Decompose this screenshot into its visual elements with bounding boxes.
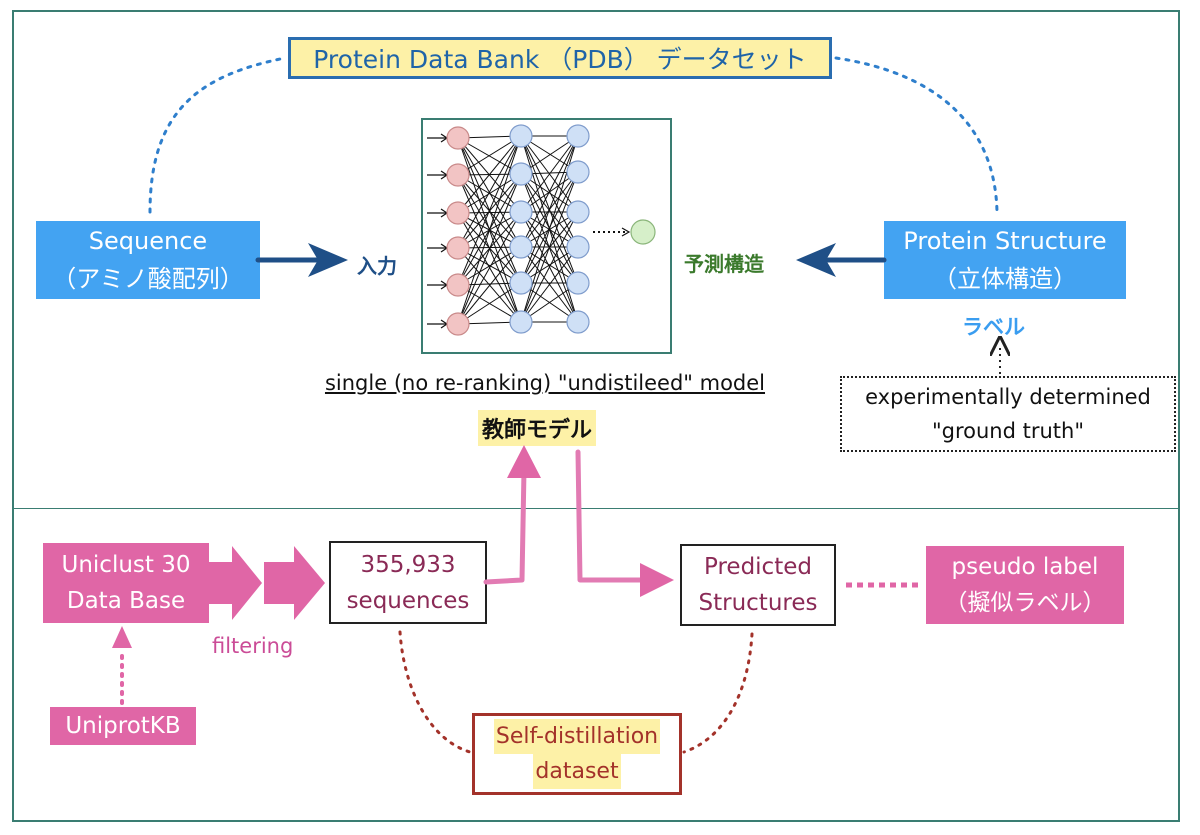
protein-structure-label: Protein Structure bbox=[903, 227, 1107, 255]
uniprotkb-box: UniprotKB bbox=[50, 707, 196, 745]
sequence-count: 355,933 bbox=[360, 551, 456, 578]
arrow-sequence-to-input bbox=[255, 243, 348, 277]
arrow-sequences-to-teacher bbox=[483, 445, 541, 585]
dotted-arc-sequence-to-pdb bbox=[148, 56, 287, 214]
filtering-label: filtering bbox=[212, 634, 294, 658]
uniclust-database-box: Uniclust 30 Data Base bbox=[43, 543, 209, 623]
uniclust-line2: Data Base bbox=[66, 588, 186, 614]
nn-output-node bbox=[630, 219, 656, 245]
predicted-line1: Predicted bbox=[704, 554, 812, 580]
predicted-structures-box: Predicted Structures bbox=[680, 544, 836, 626]
pseudo-label-box: pseudo label （擬似ラベル） bbox=[926, 546, 1124, 624]
sequence-label: Sequence bbox=[88, 227, 208, 255]
predicted-structure-label: 予測構造 bbox=[684, 252, 764, 276]
nn-edge bbox=[457, 246, 522, 286]
nn-hidden-node bbox=[566, 271, 590, 295]
section-divider bbox=[14, 508, 1178, 509]
nn-hidden-node bbox=[509, 235, 533, 259]
nn-hidden-node bbox=[566, 310, 590, 334]
sequence-box: Sequence （アミノ酸配列） bbox=[36, 221, 260, 299]
nn-hidden-node bbox=[566, 160, 590, 184]
arrow-uniclust-filter-1 bbox=[209, 546, 262, 620]
nn-edge bbox=[457, 135, 522, 176]
pseudo-label-line1: pseudo label bbox=[951, 554, 1099, 580]
self-distillation-line2: dataset bbox=[533, 754, 621, 789]
nn-edge bbox=[457, 135, 522, 214]
nn-hidden-node bbox=[509, 200, 533, 224]
ground-truth-box: experimentally determined "ground truth" bbox=[840, 376, 1176, 452]
nn-edge bbox=[520, 135, 579, 284]
nn-edge bbox=[457, 135, 522, 249]
pdb-dataset-title: Protein Data Bank （PDB） データセット bbox=[288, 37, 832, 79]
nn-edge bbox=[520, 135, 579, 248]
nn-hidden-node bbox=[509, 271, 533, 295]
dotted-arc-predicted-to-dataset bbox=[682, 632, 754, 754]
input-label: 入力 bbox=[357, 254, 397, 278]
nn-input-node bbox=[446, 236, 470, 260]
nn-edge bbox=[457, 173, 522, 325]
uniclust-line1: Uniclust 30 bbox=[61, 552, 191, 578]
nn-input-node bbox=[446, 312, 470, 336]
ground-truth-line2: "ground truth" bbox=[931, 419, 1084, 443]
nn-input-node bbox=[446, 201, 470, 225]
dotted-arc-pdb-to-structure bbox=[834, 56, 999, 214]
nn-output-arrowhead bbox=[621, 227, 631, 237]
nn-edge bbox=[457, 282, 522, 325]
teacher-model-label: 教師モデル bbox=[478, 410, 597, 446]
nn-edge bbox=[457, 135, 522, 325]
ground-truth-line1: experimentally determined bbox=[865, 385, 1151, 409]
nn-hidden-node bbox=[509, 310, 533, 334]
nn-input-node bbox=[446, 273, 470, 297]
dotted-arc-sequences-to-dataset bbox=[398, 630, 472, 754]
nn-edge bbox=[457, 246, 522, 325]
nn-hidden-node bbox=[509, 124, 533, 148]
arrow-structure-to-predicted bbox=[796, 243, 887, 277]
nn-edge bbox=[457, 173, 522, 214]
nn-edge bbox=[457, 135, 522, 286]
nn-input-node bbox=[446, 163, 470, 187]
3d-structure-label: （立体構造） bbox=[933, 265, 1077, 293]
pseudo-label-line2: （擬似ラベル） bbox=[944, 590, 1106, 616]
arrow-uniclust-filter-2 bbox=[264, 546, 325, 620]
amino-acid-sequence-label: （アミノ酸配列） bbox=[52, 265, 244, 293]
arrow-teacher-to-predicted bbox=[575, 449, 674, 597]
arrow-uniprot-to-uniclust bbox=[112, 626, 132, 705]
self-distillation-dataset-box: Self-distillation dataset bbox=[472, 713, 682, 795]
sequences-label: sequences bbox=[346, 587, 470, 614]
nn-edge bbox=[520, 211, 579, 323]
nn-input-node bbox=[446, 126, 470, 150]
nn-edge bbox=[520, 246, 579, 323]
model-caption: single (no re-ranking) "undistileed" mod… bbox=[324, 371, 766, 395]
neural-network-box bbox=[421, 118, 672, 354]
outer-frame bbox=[12, 10, 1180, 822]
nn-hidden-node bbox=[566, 124, 590, 148]
protein-structure-box: Protein Structure （立体構造） bbox=[884, 221, 1126, 299]
neural-network-diagram bbox=[427, 124, 656, 336]
nn-hidden-node bbox=[566, 235, 590, 259]
nn-edge bbox=[520, 171, 579, 323]
nn-edge bbox=[457, 211, 522, 325]
nn-edge bbox=[520, 135, 579, 213]
label-text: ラベル bbox=[962, 315, 1025, 339]
self-distillation-line1: Self-distillation bbox=[493, 719, 661, 754]
nn-hidden-node bbox=[566, 200, 590, 224]
predicted-line2: Structures bbox=[698, 590, 818, 616]
nn-hidden-node bbox=[509, 162, 533, 186]
